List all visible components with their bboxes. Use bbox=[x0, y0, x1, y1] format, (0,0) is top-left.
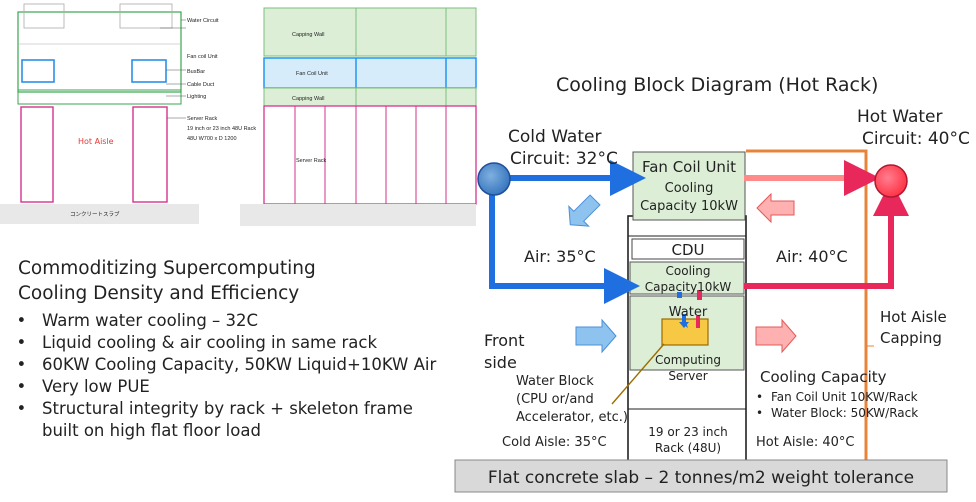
cdu-capacity-label-1: Cooling bbox=[666, 264, 711, 278]
summary-bullet: 60KW Cooling Capacity, 50KW Liquid+10KW … bbox=[42, 354, 438, 376]
hot-air-arrow-icon bbox=[756, 192, 795, 224]
right-rack-sketch bbox=[240, 7, 477, 226]
cooling-capacity-item-2: Water Block: 50KW/Rack bbox=[771, 406, 918, 420]
water-up-marker-icon bbox=[696, 316, 700, 328]
hot-water-label-1: Hot Water bbox=[857, 107, 943, 127]
label-rack-spec: 19 inch or 23 inch 48U Rack bbox=[187, 126, 256, 132]
front-side-label-1: Front bbox=[484, 331, 524, 350]
summary-bullet: Warm water cooling – 32C bbox=[42, 310, 438, 332]
label-concrete-slab: コンクリートスラブ bbox=[70, 210, 120, 218]
rack-label-2: Rack (48U) bbox=[655, 441, 721, 455]
water-label: Water bbox=[669, 305, 708, 320]
label-water-circuit: Water Circuit bbox=[187, 18, 219, 24]
capping-label-2: Capping bbox=[880, 329, 942, 347]
cold-air-label: Air: 35°C bbox=[524, 247, 596, 266]
front-side-label-2: side bbox=[484, 353, 517, 372]
hot-air-label: Air: 40°C bbox=[776, 247, 848, 266]
cdu-cold-port-icon bbox=[677, 292, 682, 298]
cooling-capacity-bullet-2: • bbox=[756, 406, 763, 420]
rack-label-1: 19 or 23 inch bbox=[648, 425, 727, 439]
cold-aisle-label: Cold Aisle: 35°C bbox=[502, 435, 607, 450]
computing-label-2: Server bbox=[668, 369, 707, 383]
fcu-label-1: Fan Coil Unit bbox=[642, 158, 736, 176]
water-block-label-3: Accelerator, etc.) bbox=[516, 410, 628, 425]
concrete-slab-label: Flat concrete slab – 2 tonnes/m2 weight … bbox=[488, 468, 914, 488]
summary-bullet: Liquid cooling & air cooling in same rac… bbox=[42, 332, 438, 354]
cold-water-label-2: Circuit: 32°C bbox=[510, 149, 618, 169]
water-block-pointer bbox=[611, 343, 665, 405]
label-hot-aisle-sketch: Hot Aisle bbox=[78, 137, 114, 146]
label-lighting: Lighting bbox=[187, 94, 206, 100]
label-rack-dims: 48U W700 x D 1200 bbox=[187, 136, 237, 142]
label-server-rack: Server Rack bbox=[187, 116, 218, 122]
summary-bullet: Very low PUE bbox=[42, 376, 438, 398]
water-block-label-2: (CPU or/and bbox=[516, 392, 594, 407]
water-block-label-1: Water Block bbox=[516, 374, 594, 389]
hot-aisle-capping-line bbox=[746, 149, 868, 463]
cdu-capacity-box bbox=[629, 261, 745, 295]
concrete-slab-bar bbox=[454, 459, 948, 493]
cooling-capacity-item-1: Fan Coil Unit 10KW/Rack bbox=[771, 390, 918, 404]
cold-water-label-1: Cold Water bbox=[508, 127, 601, 147]
label-fan-coil-unit-sketch: Fan Coil Unit bbox=[296, 71, 328, 77]
diagram-title: Cooling Block Diagram (Hot Rack) bbox=[556, 74, 878, 96]
summary-bullet: Structural integrity by rack + skeleton … bbox=[42, 398, 438, 442]
summary-heading-2: Cooling Density and Efficiency bbox=[18, 283, 300, 304]
fan-coil-unit-box bbox=[632, 151, 746, 221]
capping-label-1: Hot Aisle bbox=[880, 308, 947, 326]
hot-aisle-label: Hot Aisle: 40°C bbox=[756, 435, 854, 450]
cold-water-pipes bbox=[489, 160, 646, 304]
cdu-capacity-label-2: Capacity10kW bbox=[645, 280, 732, 294]
cdu-hot-port-icon bbox=[697, 290, 702, 300]
hot-water-label-2: Circuit: 40°C bbox=[862, 129, 970, 149]
summary-panel: Commoditizing Supercomputing Cooling Den… bbox=[18, 256, 438, 442]
cooling-capacity-title: Cooling Capacity bbox=[760, 368, 887, 386]
summary-heading-1: Commoditizing Supercomputing bbox=[18, 258, 316, 279]
summary-bullet-list: Warm water cooling – 32C Liquid cooling … bbox=[18, 310, 438, 442]
cooling-capacity-bullet-1: • bbox=[756, 390, 763, 404]
cold-air-arrow-icon bbox=[568, 194, 601, 227]
cdu-label: CDU bbox=[671, 241, 704, 259]
cdu-box bbox=[631, 238, 745, 260]
fcu-label-2: Cooling bbox=[665, 181, 714, 196]
computing-label-1: Computing bbox=[655, 353, 721, 367]
label-capping-wall-mid: Capping Wall bbox=[292, 96, 325, 102]
cold-water-source-icon bbox=[477, 162, 511, 196]
hot-water-pipes bbox=[744, 160, 909, 289]
hot-water-return-icon bbox=[874, 164, 908, 198]
fcu-label-3: Capacity 10kW bbox=[640, 199, 738, 214]
label-server-rack-sketch: Server Rack bbox=[296, 158, 327, 164]
label-capping-wall-top: Capping Wall bbox=[292, 32, 325, 38]
label-fan-coil: Fan coil Unit bbox=[187, 54, 218, 60]
label-busbar: BusBar bbox=[187, 69, 205, 75]
left-rack-sketch bbox=[0, 3, 199, 224]
front-air-intake-arrow-icon bbox=[575, 318, 617, 354]
label-cable-duct: Cable Duct bbox=[187, 82, 215, 88]
rear-air-exhaust-arrow-icon bbox=[755, 318, 797, 354]
